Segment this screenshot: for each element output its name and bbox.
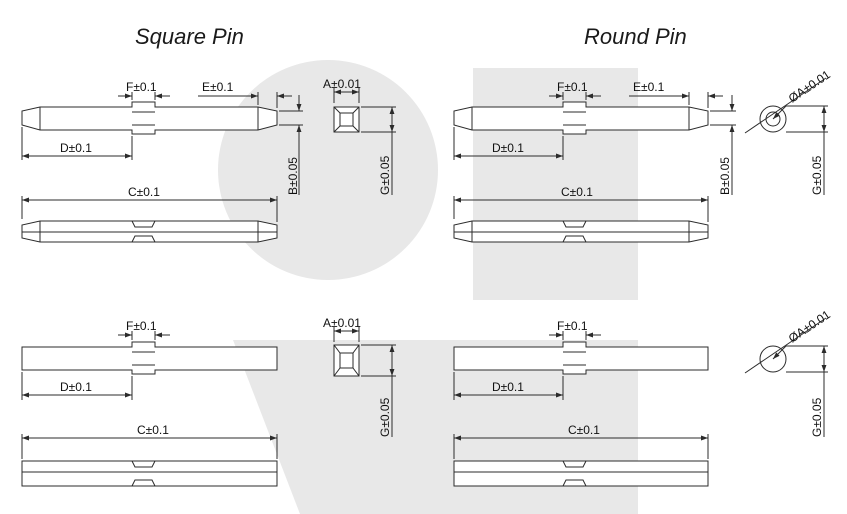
- dim-label-b: B±0.05: [286, 157, 300, 195]
- dim-label-e: E±0.1: [202, 80, 234, 94]
- round-pin-flat-side-view: [453, 341, 709, 375]
- dim-label-diameter-a: ØA±0.01: [786, 307, 833, 345]
- square-pin-flat-cross-section: [333, 344, 360, 377]
- dim-label-a: A±0.01: [323, 77, 361, 91]
- dim-label-d: D±0.1: [60, 141, 92, 155]
- dim-label-d: D±0.1: [492, 380, 524, 394]
- square-pin-flat-dimensions: [21, 327, 396, 459]
- dim-label-g: G±0.05: [810, 155, 824, 195]
- square-pin-flat-side-view: [21, 341, 278, 375]
- round-pin-flat-dimensions: [453, 317, 828, 459]
- square-pin-title: Square Pin: [135, 24, 244, 49]
- dim-label-d: D±0.1: [60, 380, 92, 394]
- round-pin-tapered-top-view: [453, 220, 709, 243]
- dim-label-f: F±0.1: [557, 80, 588, 94]
- square-pin-tapered-cross-section: [333, 106, 360, 133]
- dim-label-g: G±0.05: [378, 155, 392, 195]
- square-pin-tapered-side-view: [21, 101, 278, 135]
- dim-label-f: F±0.1: [557, 319, 588, 333]
- dim-label-d: D±0.1: [492, 141, 524, 155]
- dim-label-f: F±0.1: [126, 319, 157, 333]
- round-pin-tapered-dimensions: [453, 77, 828, 222]
- square-pin-flat-top-view: [21, 460, 278, 487]
- dim-label-c: C±0.1: [137, 423, 169, 437]
- dim-label-a: A±0.01: [323, 316, 361, 330]
- round-pin-title: Round Pin: [584, 24, 687, 49]
- dim-label-g: G±0.05: [810, 397, 824, 437]
- dim-label-diameter-a: ØA±0.01: [786, 67, 833, 105]
- round-pin-tapered-side-view: [453, 101, 709, 135]
- dim-label-g: G±0.05: [378, 397, 392, 437]
- dim-label-b: B±0.05: [718, 157, 732, 195]
- dim-label-f: F±0.1: [126, 80, 157, 94]
- dim-label-e: E±0.1: [633, 80, 665, 94]
- square-pin-tapered-dimensions: [21, 88, 396, 222]
- square-pin-tapered-top-view: [21, 220, 278, 243]
- round-pin-flat-top-view: [453, 460, 709, 487]
- dim-label-c: C±0.1: [561, 185, 593, 199]
- dim-label-c: C±0.1: [568, 423, 600, 437]
- dim-label-c: C±0.1: [128, 185, 160, 199]
